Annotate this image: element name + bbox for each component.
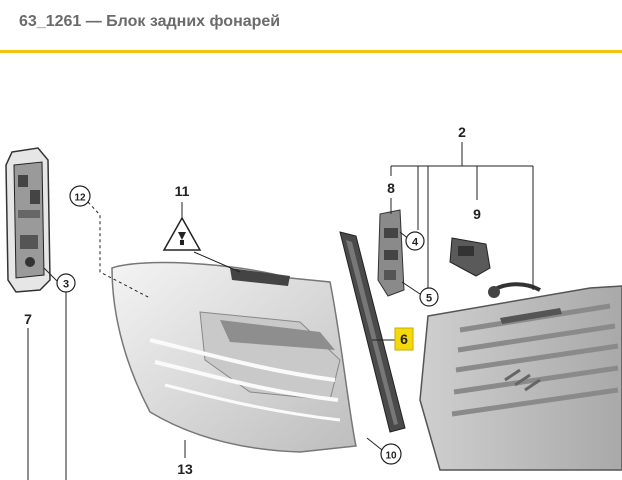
parts-diagram: 2 7 8 9 11 13 6 3 bbox=[5, 121, 622, 480]
svg-text:11: 11 bbox=[175, 183, 190, 199]
callout-7[interactable]: 7 bbox=[19, 308, 37, 328]
callout-6-highlighted[interactable]: 6 bbox=[394, 327, 414, 351]
callout-13[interactable]: 13 bbox=[172, 458, 198, 478]
page-title: 63_1261 — Блок задних фонарей bbox=[19, 13, 281, 30]
page-header: 63_1261 — Блок задних фонарей bbox=[0, 0, 622, 50]
svg-text:7: 7 bbox=[24, 311, 32, 327]
callout-8[interactable]: 8 bbox=[382, 177, 400, 197]
part-bulb-carrier bbox=[377, 209, 405, 297]
callout-11[interactable]: 11 bbox=[169, 180, 195, 200]
svg-text:9: 9 bbox=[473, 206, 481, 222]
callout-9[interactable]: 9 bbox=[468, 203, 486, 223]
callout-10[interactable]: 10 bbox=[380, 443, 402, 465]
svg-text:10: 10 bbox=[385, 451, 397, 462]
header-divider bbox=[0, 50, 622, 53]
part-connector bbox=[449, 237, 491, 277]
callout-5[interactable]: 5 bbox=[419, 287, 439, 307]
svg-text:3: 3 bbox=[63, 279, 69, 291]
warning-triangle-icon bbox=[162, 216, 202, 251]
svg-text:12: 12 bbox=[74, 193, 86, 204]
svg-text:13: 13 bbox=[177, 461, 193, 477]
callout-12[interactable]: 12 bbox=[69, 185, 91, 207]
part-bulb-holder bbox=[5, 147, 51, 293]
svg-text:6: 6 bbox=[400, 331, 408, 347]
part-inner-tail-lamp bbox=[419, 282, 622, 471]
part-outer-tail-lamp bbox=[111, 261, 357, 453]
svg-text:5: 5 bbox=[426, 293, 432, 305]
callout-4[interactable]: 4 bbox=[405, 231, 425, 251]
callout-2[interactable]: 2 bbox=[453, 121, 471, 141]
svg-text:2: 2 bbox=[458, 124, 466, 140]
svg-text:4: 4 bbox=[412, 237, 419, 249]
leader-lines bbox=[27, 142, 534, 480]
part-gasket bbox=[339, 231, 406, 433]
svg-text:8: 8 bbox=[387, 180, 395, 196]
callout-3[interactable]: 3 bbox=[56, 273, 76, 293]
